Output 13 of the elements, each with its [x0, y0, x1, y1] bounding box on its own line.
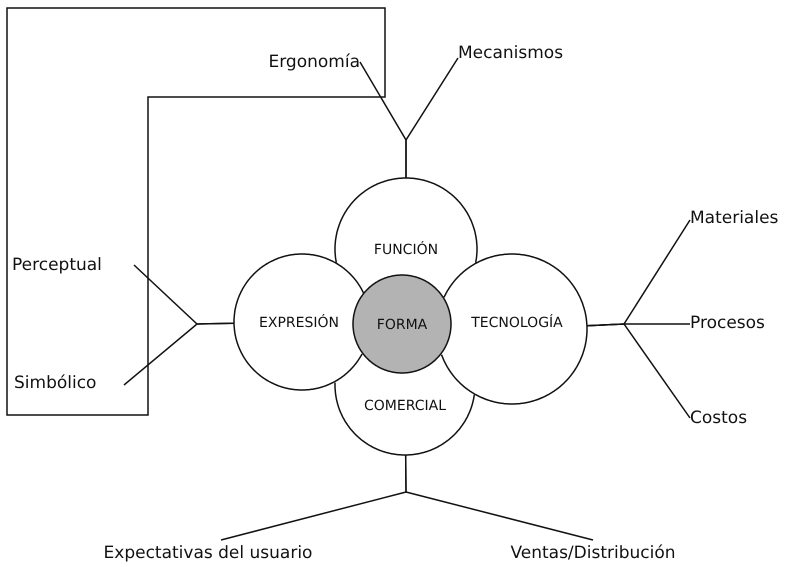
aspect-label: Costos — [690, 405, 770, 431]
aspect-label: Expectativas del usuario — [88, 540, 328, 566]
aspect-label: Perceptual — [12, 252, 134, 278]
aspect-label: Ergonomía — [232, 49, 360, 75]
aspect-label: Materiales — [690, 205, 807, 231]
aspect-label: Mecanismos — [458, 40, 595, 66]
bracket-line — [404, 455, 594, 541]
aspect-label: Procesos — [690, 310, 790, 336]
bracket-line — [586, 323, 691, 418]
aspect-label: Ventas/Distribución — [486, 540, 700, 566]
bracket-line — [405, 58, 459, 178]
aspect-label: Simbólico — [14, 370, 124, 396]
bracket-line — [124, 322, 234, 386]
